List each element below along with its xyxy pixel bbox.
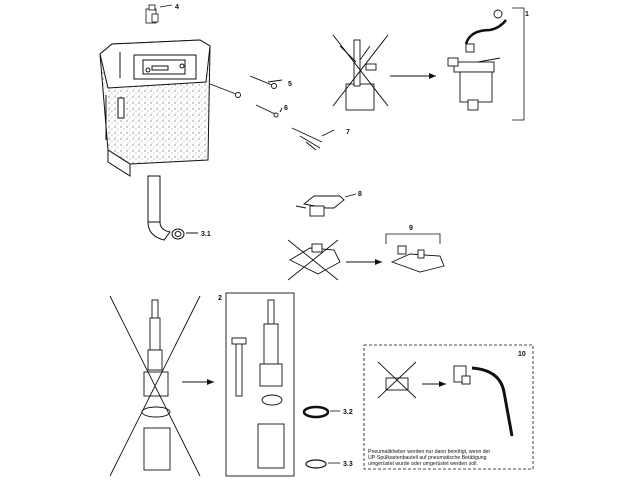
old-fill-valve-crossed xyxy=(332,34,389,111)
note-line-3: umgerüstet wurde oder umgerüstet werden … xyxy=(368,461,478,468)
callout-4: 4 xyxy=(175,4,179,11)
callout-8: 8 xyxy=(358,191,362,198)
callout-2: 2 xyxy=(218,295,222,302)
flush-pipe xyxy=(147,175,198,241)
callout-1: 1 xyxy=(525,11,529,18)
note-line-1: Pneumatikheber werden nur dann benötigt,… xyxy=(368,449,491,455)
box-2 xyxy=(225,292,295,477)
bracket-1 xyxy=(512,7,525,121)
callout-9: 9 xyxy=(409,225,413,232)
pneumatic-hose xyxy=(453,365,514,437)
part-9-lever xyxy=(390,245,445,273)
new-fill-valve xyxy=(447,9,507,111)
callout-7: 7 xyxy=(346,129,350,136)
old-flush-valve-crossed xyxy=(109,295,201,477)
callout-3-2: 3.2 xyxy=(343,409,353,416)
callout-5: 5 xyxy=(288,81,292,88)
callout-3-3: 3.3 xyxy=(343,461,353,468)
seal-3-3 xyxy=(305,459,340,469)
part-2-flush-valve xyxy=(231,299,285,469)
note-line-2: UP-Spülkastenbauteil auf pneumatische Be… xyxy=(368,455,487,462)
bracket-9 xyxy=(385,233,441,244)
callout-3-1: 3.1 xyxy=(201,231,211,238)
box-10 xyxy=(363,344,534,470)
pneumatic-old-crossed xyxy=(377,361,417,399)
seal-3-2 xyxy=(302,405,340,419)
callout-10: 10 xyxy=(518,351,526,358)
callout-6: 6 xyxy=(284,105,288,112)
part-8-bracket xyxy=(295,193,357,217)
cistern-unit xyxy=(99,39,211,177)
pneumatic-note: Pneumatikheber werden nur dann benötigt,… xyxy=(368,449,530,468)
part-4-clip xyxy=(145,4,173,24)
old-bracket-crossed xyxy=(287,239,341,281)
screws-5-6-7 xyxy=(209,75,335,151)
